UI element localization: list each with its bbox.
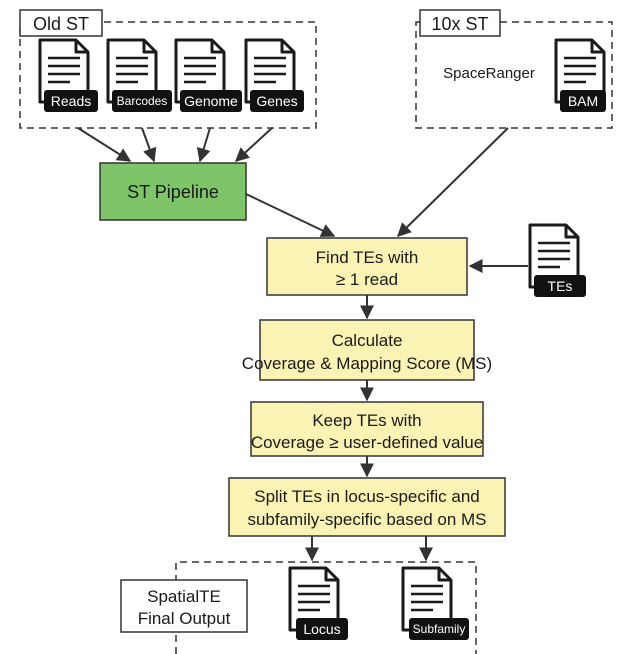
keep-line2: Coverage ≥ user-defined value [251, 433, 483, 452]
bam-document-icon: BAM [554, 38, 606, 112]
genes-label: Genes [256, 93, 297, 109]
old-st-label: Old ST [33, 14, 89, 34]
tenx-st-label: 10x ST [431, 14, 488, 34]
locus-label: Locus [303, 621, 340, 637]
split-line2: subfamily-specific based on MS [247, 510, 486, 529]
split-line1: Split TEs in locus-specific and [254, 487, 480, 506]
st-pipeline-box [99, 162, 247, 221]
arrow-reads-to-pipeline [77, 127, 132, 162]
final-output-line1: SpatialTE [147, 587, 221, 606]
subfamily-document-icon: Subfamily [401, 566, 469, 640]
reads-label: Reads [51, 93, 91, 109]
arrow-genome-to-pipeline [196, 127, 211, 163]
genome-label: Genome [184, 93, 238, 109]
st-pipeline-label: ST Pipeline [127, 182, 219, 202]
find-tes-box [266, 237, 468, 296]
reads-document-icon: Reads [38, 38, 98, 112]
tenx-st-group [415, 21, 613, 129]
tes-label: TEs [548, 278, 573, 294]
find-tes-line1: Find TEs with [316, 248, 419, 267]
spaceranger-label: SpaceRanger [443, 65, 535, 82]
final-output-label-box [120, 579, 248, 633]
split-box [228, 477, 506, 537]
calculate-line1: Calculate [332, 331, 403, 350]
arrow-genes-to-pipeline [234, 127, 273, 162]
find-tes-line2: ≥ 1 read [336, 270, 398, 289]
calculate-box [259, 319, 475, 381]
arrow-barcodes-to-pipeline [141, 127, 157, 163]
keep-line1: Keep TEs with [312, 411, 421, 430]
arrow-pipeline-to-find [245, 193, 336, 237]
tes-document-icon: TEs [528, 223, 586, 297]
genome-document-icon: Genome [174, 38, 242, 112]
bam-label: BAM [568, 93, 598, 109]
final-output-line2: Final Output [138, 609, 231, 628]
arrow-tenx-to-find [397, 127, 509, 237]
old-st-label-box [19, 9, 103, 37]
final-output-group [175, 561, 477, 654]
locus-document-icon: Locus [288, 566, 348, 640]
tenx-st-label-box [419, 9, 501, 37]
keep-box [250, 401, 484, 457]
old-st-group [19, 21, 317, 129]
barcodes-label: Barcodes [117, 94, 168, 108]
barcodes-document-icon: Barcodes [106, 38, 172, 112]
subfamily-label: Subfamily [413, 622, 466, 636]
calculate-line2: Coverage & Mapping Score (MS) [242, 354, 492, 373]
genes-document-icon: Genes [244, 38, 304, 112]
